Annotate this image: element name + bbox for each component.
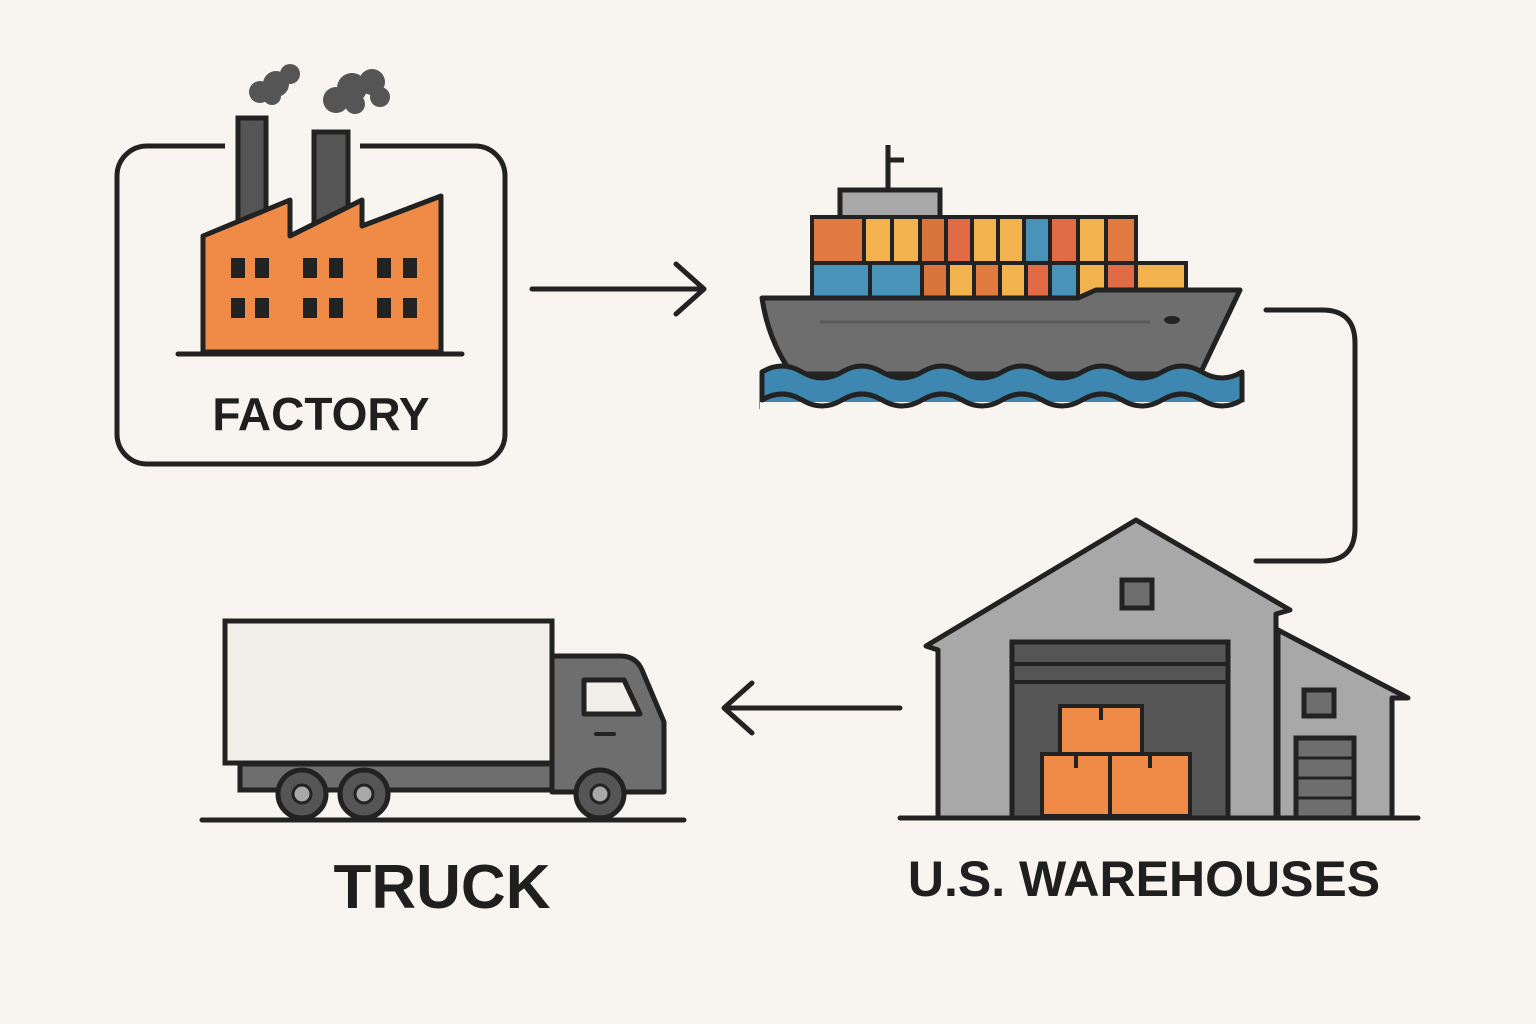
ship-node [759, 145, 1246, 416]
factory-node: FACTORY [114, 64, 508, 467]
truck-icon [199, 618, 687, 823]
arrow-warehouse-to-truck [721, 680, 903, 736]
truck-node: TRUCK [199, 618, 687, 922]
arrow-factory-to-ship [529, 261, 707, 317]
truck-label: TRUCK [334, 853, 551, 922]
container-ship-icon [759, 145, 1246, 416]
warehouse-label: U.S. WAREHOUSES [908, 851, 1380, 907]
warehouse-icon [897, 517, 1421, 821]
warehouse-node: U.S. WAREHOUSES [897, 517, 1421, 907]
wheel-icon [275, 767, 329, 821]
factory-icon [175, 64, 465, 357]
water-waves [759, 363, 1246, 416]
smoke-icon [249, 64, 390, 114]
wheel-icon [337, 767, 391, 821]
connector-ship-to-warehouse [1253, 307, 1358, 564]
wheel-icon [573, 767, 627, 821]
factory-label: FACTORY [212, 388, 429, 440]
